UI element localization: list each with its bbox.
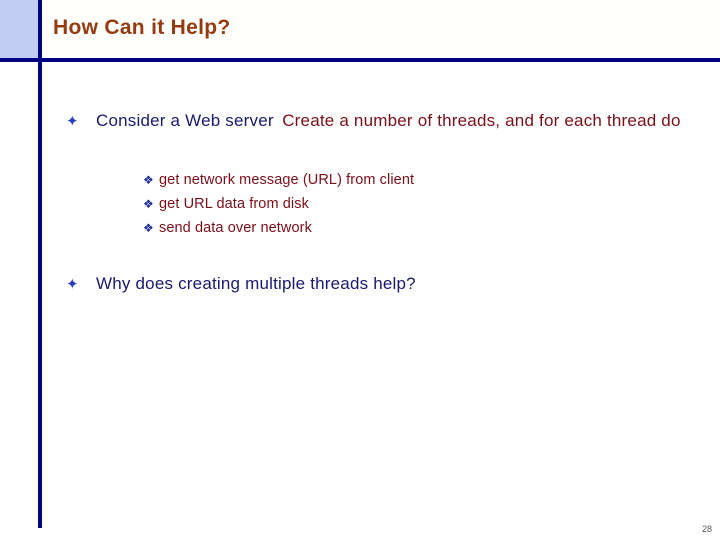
bullet-text-block: Consider a Web server Create a number of… [96, 108, 681, 134]
diamond-sub-bullet-icon: ❖ [143, 197, 154, 211]
bullet-text-block: Why does creating multiple threads help? [96, 271, 416, 297]
corner-accent-square [0, 0, 38, 61]
title-band [0, 0, 720, 60]
bullet-line-consider-web-server: Consider a Web server [96, 111, 274, 130]
list-item: ❖ get URL data from disk [143, 192, 414, 216]
sub-bullet-send-data: send data over network [159, 220, 312, 236]
page-number: 28 [701, 524, 712, 534]
diamond-bullet-icon: ✦ [66, 276, 79, 293]
bullet-line-create-threads: Create a number of threads, and for each… [282, 111, 681, 130]
bullet-line-why-multiple-threads: Why does creating multiple threads help? [96, 274, 416, 293]
title-divider-horizontal-rule [0, 58, 720, 62]
bullet-group-why-multiple-threads: ✦ Why does creating multiple threads hel… [66, 271, 416, 297]
bullet-group-consider-web-server: ✦ Consider a Web server Create a number … [66, 108, 681, 134]
diamond-sub-bullet-icon: ❖ [143, 173, 154, 187]
sub-bullet-get-network-message: get network message (URL) from client [159, 172, 415, 188]
diamond-sub-bullet-icon: ❖ [143, 221, 154, 235]
sub-bullet-list: ❖ get network message (URL) from client … [143, 168, 414, 240]
sub-bullet-get-url-data: get URL data from disk [159, 196, 309, 212]
diamond-bullet-icon: ✦ [66, 113, 79, 130]
list-item: ❖ send data over network [143, 216, 414, 240]
left-vertical-rule [38, 0, 42, 528]
slide-body: ✦ Consider a Web server Create a number … [0, 62, 720, 528]
list-item: ❖ get network message (URL) from client [143, 168, 414, 192]
page-title: How Can it Help? [53, 16, 231, 39]
